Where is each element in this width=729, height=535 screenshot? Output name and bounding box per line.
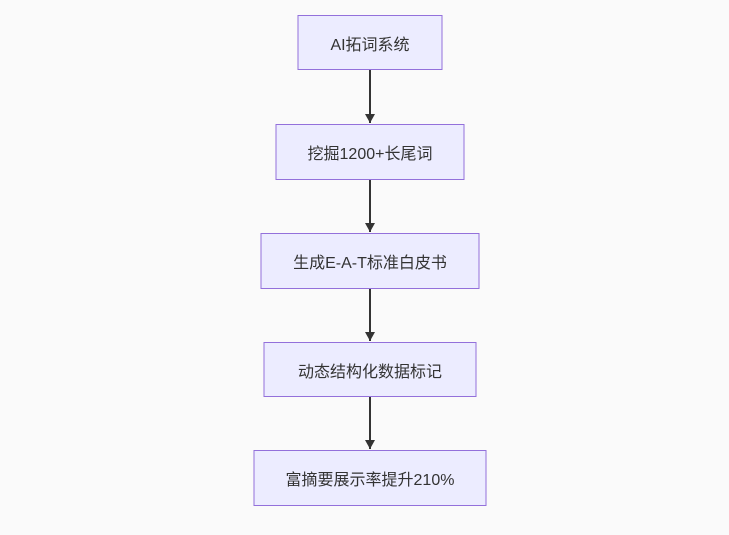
- arrow-connector: [369, 70, 371, 123]
- flow-node-rich-snippet-result: 富摘要展示率提升210%: [253, 450, 487, 506]
- flow-node-label: AI拓词系统: [330, 36, 410, 54]
- flow-node-eat-whitepaper: 生成E-A-T标准白皮书: [260, 233, 480, 289]
- flow-node-label: 生成E-A-T标准白皮书: [293, 255, 447, 272]
- arrow-connector: [369, 180, 371, 232]
- flow-node-longtail-mining: 挖掘1200+长尾词: [275, 124, 465, 180]
- flow-node-ai-keyword-system: AI拓词系统: [297, 15, 443, 70]
- flow-node-label: 挖掘1200+长尾词: [307, 146, 433, 163]
- flow-node-label: 富摘要展示率提升210%: [285, 472, 455, 489]
- flow-node-structured-data-markup: 动态结构化数据标记: [263, 342, 477, 397]
- flow-node-label: 动态结构化数据标记: [297, 363, 442, 381]
- arrow-connector: [369, 289, 371, 341]
- arrow-connector: [369, 397, 371, 449]
